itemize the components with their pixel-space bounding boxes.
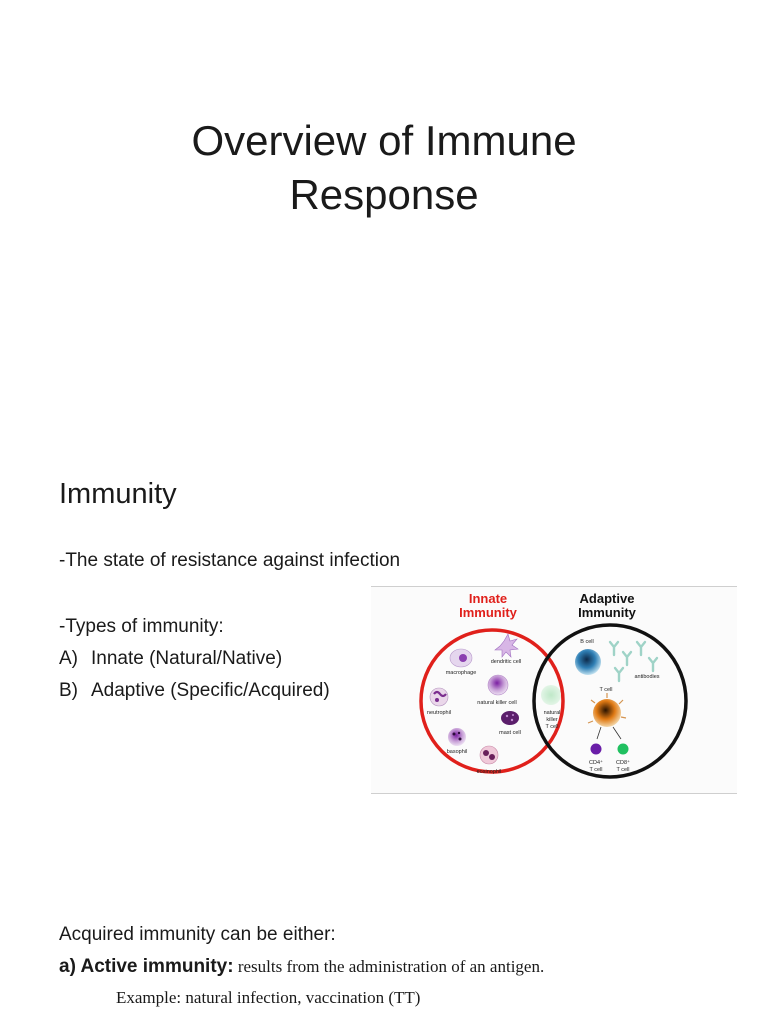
adaptive-title-line-1: Adaptive xyxy=(580,591,635,606)
label-cd4-line-2: T cell xyxy=(589,767,602,773)
eosinophil-icon xyxy=(479,745,499,765)
label-cd8-line-1: CD8⁺ xyxy=(616,759,630,766)
slide-title-line-1: Overview of Immune xyxy=(191,117,577,164)
list-item-innate: A) Innate (Natural/Native) xyxy=(59,648,282,670)
immunity-definition: -The state of resistance against infecti… xyxy=(59,550,401,571)
list-item-text: Adaptive (Specific/Acquired) xyxy=(91,680,330,701)
types-label: -Types of immunity: xyxy=(59,616,224,637)
label-b-cell: B cell xyxy=(580,639,593,645)
innate-circle xyxy=(419,628,565,774)
cd4-t-cell-icon xyxy=(590,743,602,755)
acquired-intro: Acquired immunity can be either: xyxy=(59,924,336,945)
innate-title-line-1: Innate xyxy=(469,591,507,606)
label-eosinophil: eosinophil xyxy=(477,769,502,775)
adaptive-title-line-2: Immunity xyxy=(578,605,637,620)
basophil-icon xyxy=(448,728,466,746)
label-natural-killer-t-cell-3: T cell xyxy=(545,724,558,730)
label-natural-killer-t-cell-2: killer xyxy=(546,717,557,723)
slide-title: Overview of Immune Response xyxy=(0,114,768,222)
label-neutrophil: neutrophil xyxy=(427,710,451,716)
list-item-text: Innate (Natural/Native) xyxy=(91,648,283,669)
macrophage-icon xyxy=(449,648,473,668)
antibodies-icon xyxy=(608,640,659,683)
innate-title-line-2: Immunity xyxy=(459,605,518,620)
adaptive-circle xyxy=(532,623,688,779)
label-natural-killer-cell: natural killer cell xyxy=(477,700,516,706)
mast-cell-icon xyxy=(501,711,519,725)
label-mast-cell: mast cell xyxy=(499,730,521,736)
label-cd8-line-2: T cell xyxy=(616,767,629,773)
dendritic-cell-icon xyxy=(494,633,519,658)
label-basophil: basophil xyxy=(447,749,468,755)
label-t-cell: T cell xyxy=(599,687,612,693)
b-cell-icon xyxy=(575,649,601,675)
immunity-venn-figure: Innate Immunity Adaptive Immunity dendri… xyxy=(371,586,737,794)
active-immunity-line: a) Active immunity: results from the adm… xyxy=(59,956,544,978)
slide-title-line-2: Response xyxy=(289,171,479,218)
venn-diagram: Innate Immunity Adaptive Immunity dendri… xyxy=(419,591,688,779)
cd8-t-cell-icon xyxy=(617,743,629,755)
neutrophil-icon xyxy=(429,687,449,707)
label-cd4-line-1: CD4⁺ xyxy=(589,759,603,766)
label-antibodies: antibodies xyxy=(634,674,659,680)
section-heading: Immunity xyxy=(59,478,177,510)
active-immunity-text: results from the administration of an an… xyxy=(233,957,545,976)
t-cell-icon xyxy=(587,693,627,727)
t-cell-branch-lines xyxy=(596,726,622,740)
natural-killer-cell-icon xyxy=(487,674,509,696)
label-dendritic-cell: dendritic cell xyxy=(491,659,522,665)
natural-killer-t-cell-icon xyxy=(541,685,561,705)
label-natural-killer-t-cell-1: natural xyxy=(544,710,561,716)
active-immunity-example: Example: natural infection, vaccination … xyxy=(116,988,421,1007)
list-marker: A) xyxy=(59,648,78,669)
active-immunity-label: a) Active immunity: xyxy=(59,956,234,977)
label-macrophage: macrophage xyxy=(446,670,477,676)
list-item-adaptive: B) Adaptive (Specific/Acquired) xyxy=(59,680,330,702)
list-marker: B) xyxy=(59,680,78,701)
